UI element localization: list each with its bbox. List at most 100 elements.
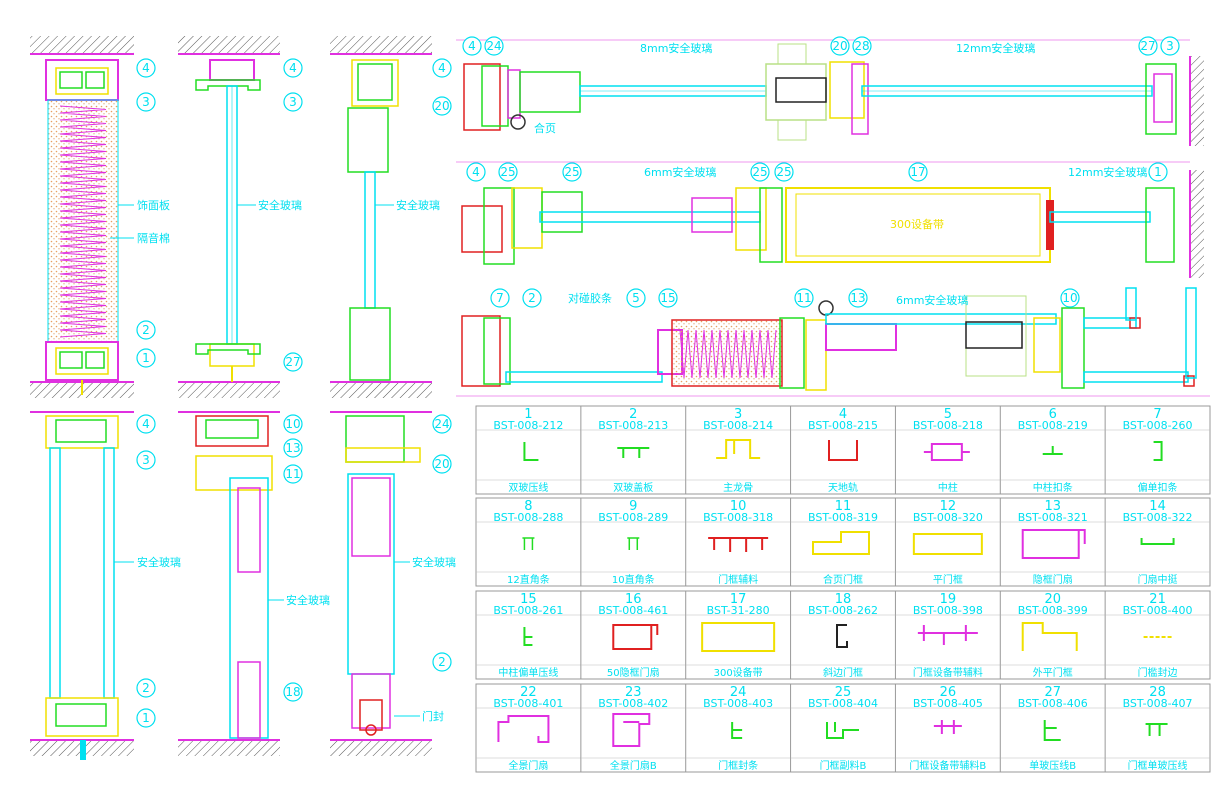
label-glass-s3: 安全玻璃 (396, 198, 440, 212)
callout-27: 27 (1138, 36, 1158, 56)
callout-number: 25 (500, 165, 515, 179)
p2-glass-b: 12mm安全玻璃 (1068, 165, 1147, 179)
part-code: BST-31-280 (707, 604, 770, 617)
part-profile-icon (933, 720, 962, 734)
callout-number: 4 (142, 61, 150, 75)
part-name: 门槛封边 (1138, 666, 1178, 679)
callout-number: 13 (850, 291, 865, 305)
part-profile-icon (627, 537, 640, 550)
part-number: 13 (1044, 499, 1061, 514)
part-number: 3 (734, 407, 742, 422)
callout-number: 3 (142, 453, 150, 467)
part-number: 10 (730, 499, 747, 514)
part-profile-icon (701, 622, 776, 652)
part-name: 全景门扇 (508, 759, 548, 772)
table-row-frame (475, 405, 1211, 495)
part-name: 门框辅料 (718, 573, 758, 586)
part-name: 12直角条 (507, 573, 550, 586)
part-profile-icon (1145, 723, 1168, 736)
part-code: BST-008-260 (1123, 419, 1193, 432)
part-code: BST-008-214 (703, 419, 773, 432)
part-name: 门框设备带辅料 (913, 666, 983, 679)
callout-3: 3 (136, 92, 156, 112)
callout-number: 24 (434, 417, 449, 431)
part-name: 中柱 (938, 481, 958, 494)
part-number: 18 (835, 592, 852, 607)
callout-4: 4 (432, 58, 452, 78)
part-code: BST-008-402 (598, 697, 668, 710)
callout-18: 18 (283, 682, 303, 702)
callout-28: 28 (852, 36, 872, 56)
p1-hinge: 合页 (534, 121, 556, 135)
callout-number: 11 (285, 467, 300, 481)
callout-number: 1 (142, 711, 150, 725)
part-code: BST-008-398 (913, 604, 983, 617)
part-code: BST-008-319 (808, 511, 878, 524)
callout-number: 4 (438, 61, 446, 75)
callout-2: 2 (136, 320, 156, 340)
callout-number: 24 (486, 39, 501, 53)
part-name: 双玻盖板 (613, 481, 653, 494)
part-number: 1 (524, 407, 532, 422)
callout-20: 20 (432, 454, 452, 474)
part-profile-icon (523, 442, 539, 461)
part-profile-icon (812, 531, 870, 555)
callout-number: 27 (1140, 39, 1155, 53)
callout-25: 25 (562, 162, 582, 182)
callout-number: 27 (285, 355, 300, 369)
callout-1: 1 (136, 708, 156, 728)
callout-25: 25 (498, 162, 518, 182)
callout-3: 3 (136, 450, 156, 470)
part-name: 10直角条 (612, 573, 655, 586)
p3-glass: 6mm安全玻璃 (896, 293, 968, 307)
callout-2: 2 (136, 678, 156, 698)
part-number: 22 (520, 685, 537, 700)
callout-number: 5 (632, 291, 640, 305)
part-number: 20 (1044, 592, 1061, 607)
part-number: 19 (940, 592, 957, 607)
label-glass-s4: 安全玻璃 (137, 555, 181, 569)
part-code: BST-008-399 (1018, 604, 1088, 617)
part-profile-icon (1021, 622, 1078, 651)
p3-strip: 对碰胶条 (568, 291, 612, 305)
callout-number: 2 (142, 323, 150, 337)
part-code: BST-008-320 (913, 511, 983, 524)
part-name: 中柱偏单压线 (498, 666, 558, 679)
part-name: 门框封条 (718, 759, 758, 772)
table-row-frame (475, 590, 1211, 680)
callout-number: 18 (285, 685, 300, 699)
table-row-frame (475, 683, 1211, 773)
part-name: 300设备带 (714, 666, 763, 679)
part-profile-icon (1043, 720, 1061, 741)
part-profile-icon (612, 713, 651, 747)
plan-view-3: 对碰胶条 6mm安全玻璃 (456, 287, 1210, 397)
section-6: 安全玻璃 门封 (330, 411, 456, 756)
section-5: 安全玻璃 (178, 411, 330, 756)
callout-7: 7 (490, 288, 510, 308)
part-name: 斜边门框 (823, 666, 863, 679)
label-glass-s6: 安全玻璃 (412, 555, 456, 569)
part-number: 12 (940, 499, 957, 514)
callout-number: 2 (142, 681, 150, 695)
label-glass-s2: 安全玻璃 (258, 198, 302, 212)
callout-20: 20 (830, 36, 850, 56)
table-row-frame (475, 497, 1211, 587)
part-profile-icon (1042, 446, 1063, 455)
part-profile-icon (828, 440, 858, 461)
part-name: 外平门框 (1033, 666, 1073, 679)
part-code: BST-008-288 (493, 511, 563, 524)
callout-3: 3 (1160, 36, 1180, 56)
part-name: 偏单扣条 (1138, 481, 1178, 494)
callout-number: 28 (854, 39, 869, 53)
